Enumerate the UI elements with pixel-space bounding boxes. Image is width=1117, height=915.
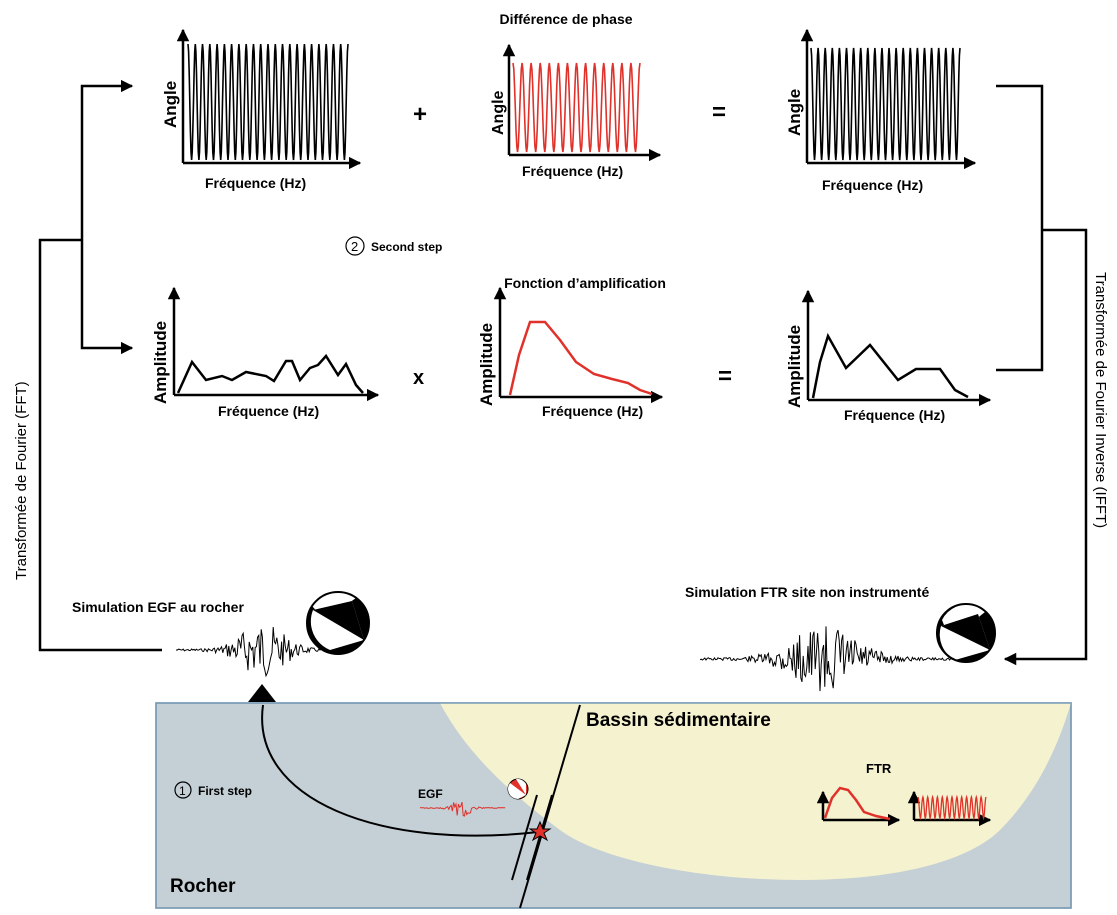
sedimentary-basin bbox=[440, 703, 1071, 880]
input-phase-ylabel: Angle bbox=[161, 81, 180, 128]
equals-operator-1: = bbox=[712, 99, 726, 126]
ifft-from-amp bbox=[996, 230, 1044, 372]
egf-beachball-icon bbox=[507, 778, 529, 800]
station-triangle-icon bbox=[248, 684, 276, 702]
ftr-label: FTR bbox=[866, 761, 892, 776]
ifft-flow-line bbox=[1003, 228, 1088, 666]
egf-waveform bbox=[419, 801, 506, 817]
ifft-label: Transformée de Fourier Inverse (IFFT) bbox=[1092, 272, 1109, 528]
output-phase-chart: Angle Fréquence (Hz) bbox=[785, 28, 977, 193]
fault-line bbox=[519, 704, 581, 909]
input-phase-chart: Angle Fréquence (Hz) bbox=[161, 28, 362, 191]
basin-label: Bassin sédimentaire bbox=[586, 710, 771, 731]
output-amp-ylabel: Amplitude bbox=[785, 325, 804, 408]
amp-fn-ylabel: Amplitude bbox=[477, 323, 496, 406]
egf-seismogram bbox=[175, 626, 348, 678]
ftr-phase-chart bbox=[907, 790, 992, 827]
phase-difference-chart: Angle Fréquence (Hz) bbox=[490, 43, 662, 179]
sim-ftr-label: Simulation FTR site non instrumenté bbox=[685, 584, 929, 600]
sim-egf-label: Simulation EGF au rocher bbox=[72, 599, 244, 615]
fft-to-amp-arrow bbox=[80, 240, 134, 355]
fault-plane-b bbox=[526, 794, 553, 881]
second-step-label: Second step bbox=[371, 240, 442, 254]
egf-label: EGF bbox=[418, 787, 443, 801]
second-step-number: 2 bbox=[351, 239, 358, 254]
amplification-chart: Amplitude Fréquence (Hz) bbox=[477, 286, 664, 419]
times-operator: x bbox=[413, 367, 424, 389]
input-amplitude-chart: Amplitude Fréquence (Hz) bbox=[151, 286, 380, 419]
equals-operator-2: = bbox=[718, 363, 732, 390]
input-amp-xlabel: Fréquence (Hz) bbox=[218, 403, 319, 419]
phase-diff-ylabel: Angle bbox=[490, 90, 507, 135]
first-step-number: 1 bbox=[179, 784, 186, 798]
ftr-amp-chart bbox=[816, 786, 901, 827]
input-amp-ylabel: Amplitude bbox=[151, 321, 170, 404]
fault-plane-a bbox=[511, 794, 538, 881]
fft-flow-line bbox=[38, 238, 162, 652]
phase-title: Différence de phase bbox=[499, 11, 632, 27]
phase-diff-xlabel: Fréquence (Hz) bbox=[522, 163, 623, 179]
second-step-circle bbox=[345, 236, 365, 256]
output-phase-xlabel: Fréquence (Hz) bbox=[822, 177, 923, 193]
ftr-beachball-icon bbox=[936, 603, 996, 663]
output-amplitude-chart: Amplitude Fréquence (Hz) bbox=[785, 289, 992, 423]
first-step-circle bbox=[174, 781, 192, 799]
input-phase-xlabel: Fréquence (Hz) bbox=[205, 175, 306, 191]
fft-label: Transformée de Fourier (FFT) bbox=[13, 381, 30, 580]
output-amp-xlabel: Fréquence (Hz) bbox=[844, 407, 945, 423]
beachball-icon bbox=[306, 591, 370, 655]
output-phase-ylabel: Angle bbox=[785, 89, 804, 136]
geology-panel: Bassin sédimentaire Rocher 1 First step … bbox=[155, 702, 1072, 909]
ray-path bbox=[261, 704, 539, 837]
fft-to-phase-arrow bbox=[80, 79, 134, 240]
rock-label: Rocher bbox=[170, 876, 236, 897]
epicenter-star-icon bbox=[528, 820, 552, 842]
ifft-from-phase bbox=[996, 84, 1044, 230]
first-step-label: First step bbox=[198, 784, 252, 798]
amp-title: Fonction d’amplification bbox=[504, 275, 666, 291]
amp-fn-xlabel: Fréquence (Hz) bbox=[542, 403, 643, 419]
plus-operator: + bbox=[413, 101, 427, 128]
ftr-seismogram bbox=[699, 626, 970, 692]
